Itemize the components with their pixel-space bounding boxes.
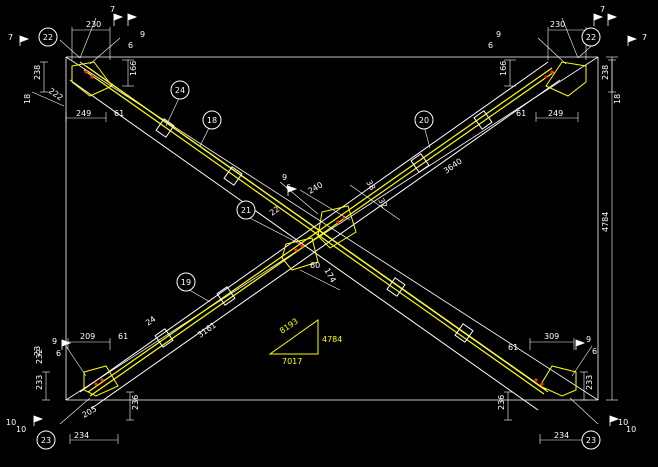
mark-text: 6 [592, 347, 597, 356]
dim-text: 230 [550, 20, 565, 29]
bubble-22-right [581, 27, 601, 47]
dim-text: 3161 [196, 321, 218, 340]
dim-text: 233 [585, 375, 594, 390]
dimension-lines [31, 17, 618, 444]
dim-text: 23 [33, 346, 42, 356]
mark-text: 6 [286, 183, 291, 192]
dim-text: 18 [613, 94, 622, 104]
mark-text: 6 [128, 41, 133, 50]
slope-triangle: 8193 4784 7017 [268, 317, 342, 366]
bubble-label: 23 [41, 436, 51, 445]
mark-text: 10 [626, 425, 636, 434]
mark-text: 7 [8, 33, 13, 42]
mark-text: 9 [282, 173, 287, 182]
dim-text: 234 [554, 431, 569, 440]
weld-flags [19, 13, 638, 426]
mark-text: 10 [16, 425, 26, 434]
gusset-plates [71, 61, 587, 397]
bubble-18 [202, 110, 222, 130]
bubble-label: 19 [181, 278, 191, 287]
bubble-label: 22 [586, 33, 596, 42]
bubble-label: 21 [241, 206, 251, 215]
slope-rise: 4784 [322, 335, 342, 344]
dim-text: 22 [268, 204, 282, 217]
slope-angle: 8193 [278, 317, 300, 336]
mark-text: 7 [110, 5, 115, 14]
bubble-label: 18 [207, 116, 217, 125]
mark-text: 9 [496, 30, 501, 39]
bubble-19 [176, 272, 196, 292]
mark-text: 7 [600, 5, 605, 14]
dim-text: 166 [499, 61, 508, 76]
bubble-20 [414, 110, 434, 130]
batten-plates [154, 110, 493, 348]
dim-text: 61 [516, 109, 526, 118]
mark-text: 9 [140, 30, 145, 39]
dim-text: 309 [544, 332, 559, 341]
bubble-23-right [581, 430, 601, 450]
dim-text: 209 [80, 332, 95, 341]
dim-text: 174 [322, 267, 337, 285]
bubble-23-left [36, 430, 56, 450]
bubble-callouts [36, 27, 601, 450]
dim-text: 38 [364, 179, 377, 192]
bolt-holes [84, 70, 554, 386]
dim-text: 61 [118, 332, 128, 341]
dim-text: 60 [310, 261, 320, 270]
mark-text: 9 [586, 335, 591, 344]
slope-run: 7017 [282, 357, 302, 366]
dim-text: 236 [131, 395, 140, 410]
bubble-labels: 22 22 24 18 20 21 19 23 23 [41, 33, 596, 445]
dim-text: 61 [114, 109, 124, 118]
dim-text: 238 [601, 65, 610, 80]
dim-text: 18 [23, 94, 32, 104]
dim-text: 236 [497, 395, 506, 410]
dim-text: 24 [144, 314, 158, 327]
dim-text: 233 [35, 375, 44, 390]
dim-text: 61 [508, 343, 518, 352]
dim-text: 205 [81, 404, 99, 419]
dim-text: 232 [35, 349, 44, 364]
dim-text: 238 [33, 65, 42, 80]
mark-text: 6 [488, 41, 493, 50]
mark-text: 7 [642, 33, 647, 42]
mark-text: 9 [52, 337, 57, 346]
bubble-label: 24 [175, 86, 185, 95]
dim-text: 249 [548, 109, 563, 118]
bubble-label: 23 [586, 436, 596, 445]
dimension-texts: 230 166 238 18 249 61 222 230 166 238 18… [23, 20, 622, 440]
dim-text: 3640 [442, 157, 464, 176]
mark-text: 10 [6, 418, 16, 427]
bubble-label: 22 [43, 33, 53, 42]
bubble-22-left [38, 27, 58, 47]
bubble-label: 20 [419, 116, 429, 125]
dim-text: 4784 [601, 212, 610, 232]
dim-text: 249 [76, 109, 91, 118]
dim-text: 166 [129, 61, 138, 76]
bubble-21 [236, 200, 256, 220]
dim-text: 240 [307, 180, 325, 195]
flag-marks: 7 7 9 6 7 7 9 6 9 6 10 10 9 6 9 6 10 10 [6, 5, 647, 434]
dim-text: 234 [74, 431, 89, 440]
dim-text: 230 [86, 20, 101, 29]
bubble-24 [170, 80, 190, 100]
mark-text: 10 [618, 418, 628, 427]
mark-text: 6 [56, 349, 61, 358]
dim-text: 32 [376, 197, 389, 210]
